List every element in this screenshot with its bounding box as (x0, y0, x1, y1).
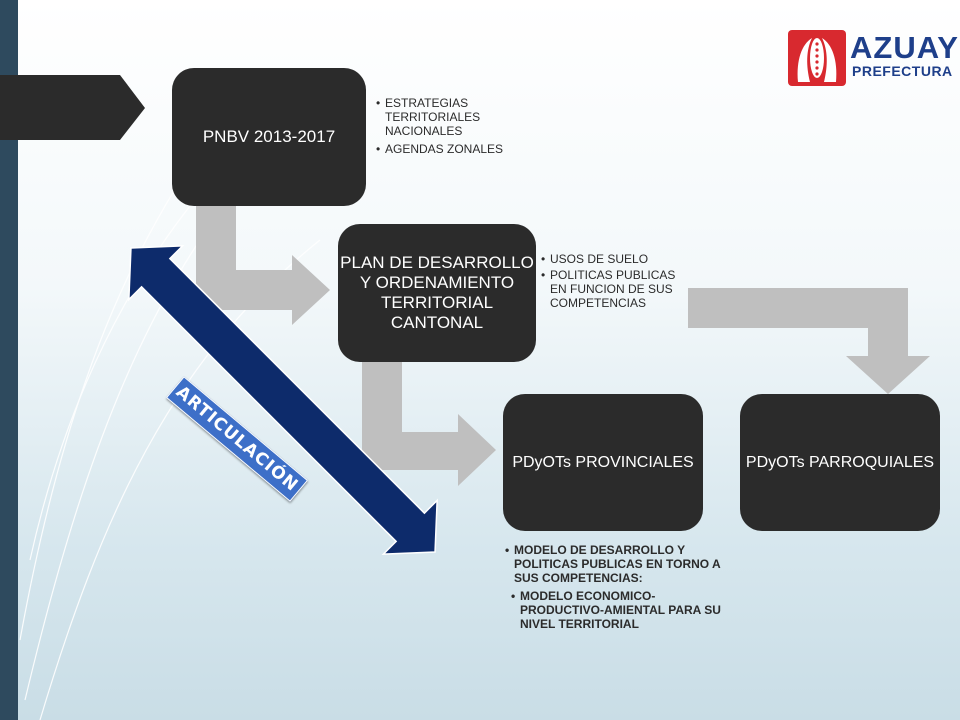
logo-title: AZUAY (850, 30, 959, 65)
left-sidebar-bar (0, 0, 18, 720)
bullet-item: USOS DE SUELO (541, 252, 691, 266)
bullet-subitem: MODELO ECONOMICO-PRODUCTIVO-AMIENTAL PAR… (511, 589, 735, 631)
node-cantonal: PLAN DE DESARROLLO Y ORDENAMIENTO TERRIT… (338, 224, 536, 362)
chevron-tab (0, 75, 145, 140)
bent-arrow-2 (362, 362, 496, 486)
logo-subtitle: PREFECTURA (852, 63, 953, 79)
node-pnbv-label: PNBV 2013-2017 (202, 127, 336, 146)
bullet-item: POLITICAS PUBLICAS EN FUNCION DE SUS COM… (541, 268, 691, 310)
node-cantonal-label: PLAN DE DESARROLLO Y ORDENAMIENTO TERRIT… (340, 253, 534, 332)
bent-arrow-1 (196, 206, 330, 325)
node-provinciales: PDyOTs PROVINCIALES (503, 394, 703, 531)
articulation-double-arrow (128, 245, 438, 555)
bullet-item: MODELO DE DESARROLLO Y POLITICAS PUBLICA… (505, 543, 735, 585)
cantonal-bullets: USOS DE SUELO POLITICAS PUBLICAS EN FUNC… (541, 252, 691, 312)
node-pnbv: PNBV 2013-2017 (172, 68, 366, 206)
node-provinciales-label: PDyOTs PROVINCIALES (512, 453, 694, 471)
pnbv-bullets: ESTRATEGIAS TERRITORIALES NACIONALES AGE… (376, 96, 516, 160)
provinciales-bullets: MODELO DE DESARROLLO Y POLITICAS PUBLICA… (505, 543, 735, 631)
bullet-item: ESTRATEGIAS TERRITORIALES NACIONALES (376, 96, 516, 138)
node-parroquiales-label: PDyOTs PARROQUIALES (745, 453, 935, 471)
azuay-logo (788, 30, 958, 90)
bullet-item: AGENDAS ZONALES (376, 142, 516, 156)
corn-emblem-icon (788, 30, 846, 86)
bent-arrow-3 (688, 288, 930, 394)
node-parroquiales: PDyOTs PARROQUIALES (740, 394, 940, 531)
